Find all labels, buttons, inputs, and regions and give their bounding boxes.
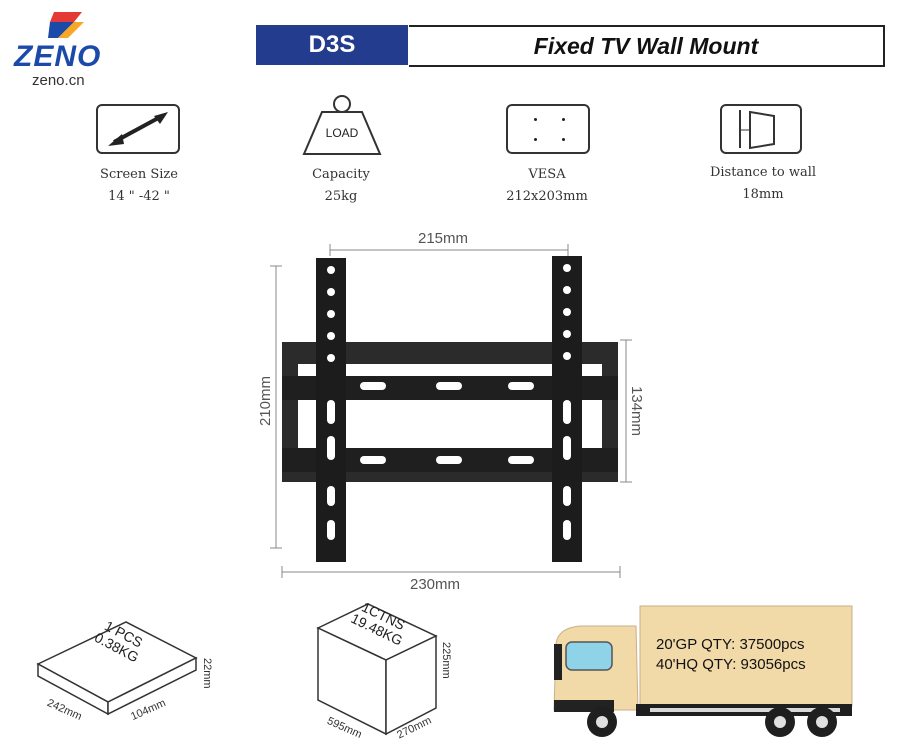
model-badge: D3S [256,25,408,65]
spec-value: 25kg [324,189,358,204]
spec-value: 14 " -42 " [108,189,170,204]
spec-label: Distance to wall [709,165,817,180]
spec-value: 212x203mm [506,189,588,204]
spec-value: 18mm [742,187,784,202]
brand-url: zeno.cn [32,72,85,89]
spec-label: Screen Size [100,167,178,182]
brand-name: ZENO [14,40,102,73]
spec-distance: Distance to wall 18mm [688,104,838,206]
truck-illustration [553,605,853,737]
vesa-pattern-icon [506,104,590,154]
unit-box-height: 22mm [201,658,213,689]
load-weight-icon: LOAD [300,94,384,156]
screen-size-icon [96,104,180,154]
logo-mark-icon [48,12,84,38]
load-icon-text: LOAD [325,126,359,140]
carton-height: 225mm [440,642,452,679]
dimension-height: 210mm [257,376,274,427]
shipping-40hq: 40'HQ QTY: 93056pcs [656,656,806,673]
carton-drawing [316,603,438,736]
spec-screen-size: Screen Size 14 " -42 " [64,104,214,208]
spec-vesa: VESA 212x203mm [472,104,622,208]
dimension-bottom-width: 230mm [410,576,461,593]
dimension-rail-height: 134mm [628,386,645,437]
dimension-top-width: 215mm [418,230,469,247]
spec-label: VESA [528,167,566,182]
brand-logo [44,8,90,42]
shipping-20gp: 20'GP QTY: 37500pcs [656,636,805,653]
page-title: Fixed TV Wall Mount [409,25,885,67]
spec-label: Capacity [312,167,370,182]
unit-box-drawing [36,621,198,716]
wall-distance-icon [720,104,802,154]
wall-mount-diagram [270,244,632,578]
spec-capacity: LOAD Capacity 25kg [266,94,416,208]
